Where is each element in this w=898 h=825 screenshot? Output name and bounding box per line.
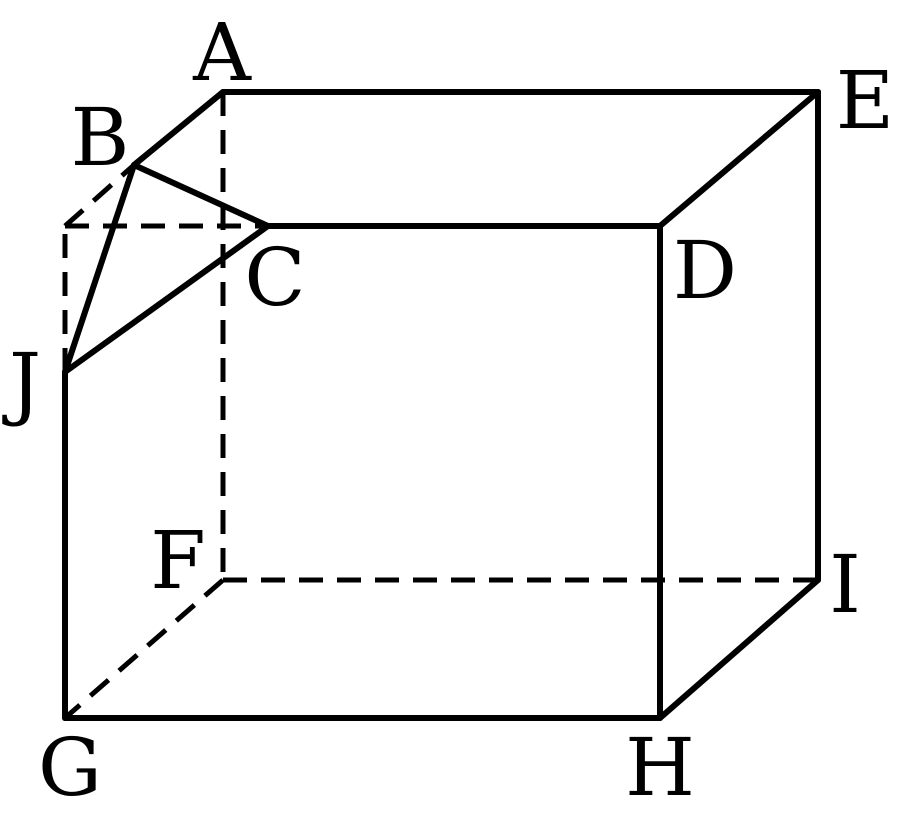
edge-B-J <box>62 162 137 375</box>
edge-C-J <box>62 223 271 375</box>
hidden-edges <box>62 92 818 720</box>
vertex-label-I: I <box>829 538 861 631</box>
vertex-label-G: G <box>38 721 102 814</box>
edge-A-B <box>131 89 226 168</box>
vertex-label-C: C <box>244 231 305 324</box>
visible-edges <box>62 89 821 721</box>
edge-hidden-corner-B <box>63 163 136 228</box>
vertex-label-D: D <box>673 224 737 317</box>
vertex-label-B: B <box>71 91 130 184</box>
edge-F-G <box>63 578 225 720</box>
vertex-labels: A B C D E F G H I J <box>2 6 894 814</box>
vertex-label-F: F <box>150 514 206 607</box>
vertex-label-H: H <box>625 721 695 814</box>
edge-B-C <box>131 162 271 229</box>
edge-D-E <box>657 89 821 229</box>
edge-H-I <box>657 577 821 721</box>
vertex-label-J: J <box>2 336 41 429</box>
vertex-label-A: A <box>192 6 252 99</box>
vertex-label-E: E <box>836 54 894 147</box>
